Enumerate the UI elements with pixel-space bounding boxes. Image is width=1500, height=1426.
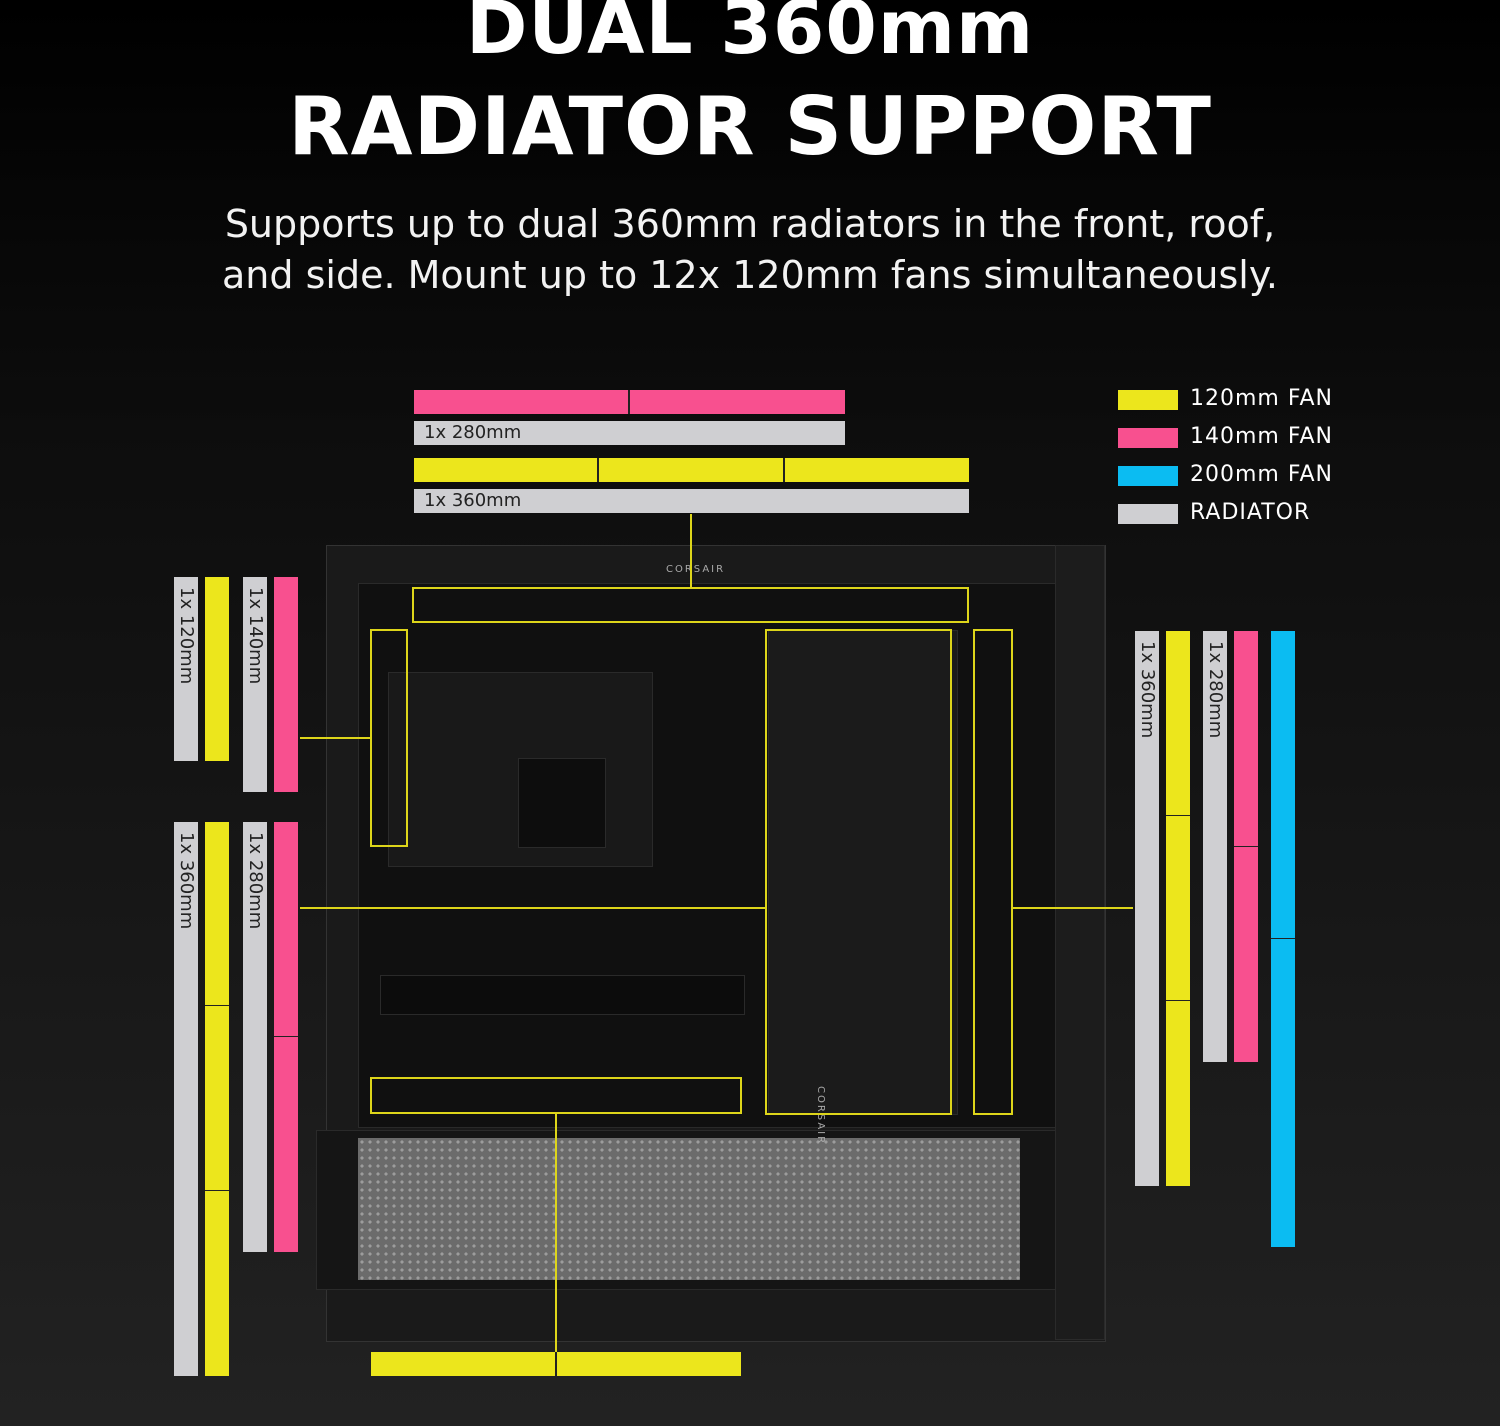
rear-radiator-120-label: 1x 120mm [176,587,197,685]
rear-mount-highlight [370,629,408,847]
top-mount-highlight [412,587,969,623]
top-radiator-280-label: 1x 280mm [424,422,522,443]
headline-line-1: DUAL 360mm [465,0,1035,71]
rear-140mm-fan-bar [274,577,298,792]
rear-120mm-fan-bar [205,577,229,761]
side-140mm-fan-bar [1234,631,1258,1062]
side-connector-line [1013,907,1133,909]
legend-swatch-140mm-fan [1118,428,1178,448]
front-radiator-280-label: 1x 280mm [245,832,266,930]
rear-radiator-140-bar: 1x 140mm [243,577,267,792]
side-radiator-360-bar: 1x 360mm [1135,631,1159,1186]
cpu-cutout [518,758,606,848]
side-radiator-280-bar: 1x 280mm [1203,631,1227,1062]
front-120mm-fan-bar [205,822,229,1376]
front-panel [1055,545,1105,1340]
front-mount-highlight [973,629,1013,1115]
top-radiator-280-bar: 1x 280mm [414,421,845,445]
legend-label-140mm-fan: 140mm FAN [1190,424,1333,449]
front-left-connector-line [300,907,765,909]
cable-cutout [380,975,745,1015]
legend-swatch-radiator [1118,504,1178,524]
rear-radiator-140-label: 1x 140mm [245,587,266,685]
case-brand-top: CORSAIR [666,564,726,575]
bottom-connector-line [555,1114,557,1352]
side-mount-highlight [765,629,952,1115]
legend-swatch-120mm-fan [1118,390,1178,410]
top-120mm-fan-bar [414,458,969,482]
front-140mm-fan-bar [274,822,298,1252]
bottom-120mm-fan-bar [371,1352,741,1376]
front-radiator-360-bar: 1x 360mm [174,822,198,1376]
headline-line-2: RADIATOR SUPPORT [288,80,1212,173]
subtitle-line-1: Supports up to dual 360mm radiators in t… [224,202,1276,246]
legend-label-radiator: RADIATOR [1190,500,1311,525]
mesh-panel [358,1138,1020,1280]
bottom-mount-highlight [370,1077,742,1114]
subtitle-line-2: and side. Mount up to 12x 120mm fans sim… [222,253,1278,297]
side-200mm-fan-bar [1271,631,1295,1247]
side-radiator-280-label: 1x 280mm [1205,641,1226,739]
top-radiator-360-bar: 1x 360mm [414,489,969,513]
front-radiator-360-label: 1x 360mm [176,832,197,930]
rear-connector-line [300,737,370,739]
top-140mm-fan-bar [414,390,845,414]
legend-label-120mm-fan: 120mm FAN [1190,386,1333,411]
front-radiator-280-bar: 1x 280mm [243,822,267,1252]
side-radiator-360-label: 1x 360mm [1137,641,1158,739]
top-connector-line [690,514,692,588]
top-radiator-360-label: 1x 360mm [424,490,522,511]
side-120mm-fan-bar [1166,631,1190,1186]
side-panel-mount [768,630,958,1115]
legend-swatch-200mm-fan [1118,466,1178,486]
rear-radiator-120-bar: 1x 120mm [174,577,198,761]
case-brand-side: CORSAIR [815,1086,826,1146]
legend-label-200mm-fan: 200mm FAN [1190,462,1333,487]
